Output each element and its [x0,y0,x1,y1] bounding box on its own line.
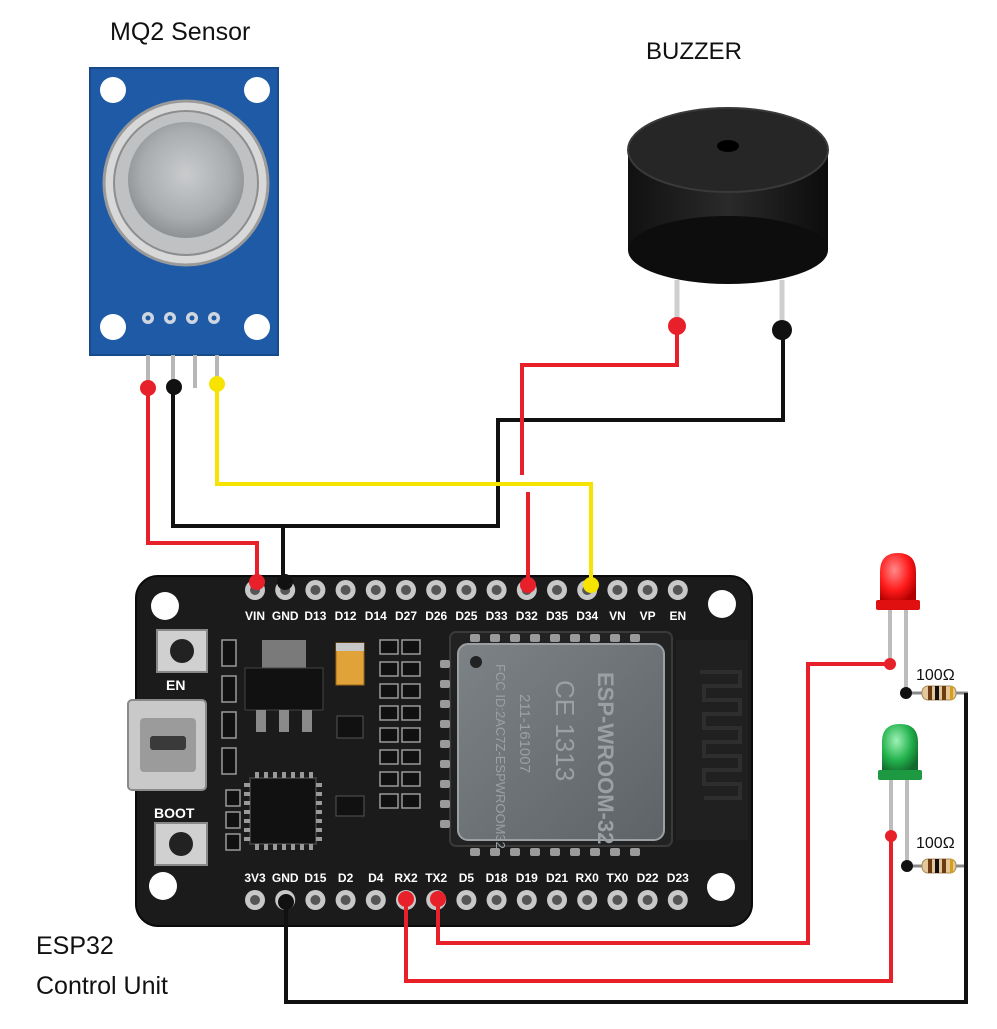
top-pin-label-d14: D14 [365,609,387,623]
bottom-pin-label-d21: D21 [546,871,568,885]
en-button[interactable] [156,629,208,673]
voltage-regulator [244,667,324,711]
red-led [876,553,920,693]
top-pin-label-gnd: GND [272,609,299,623]
bottom-pin-label-d4: D4 [368,871,384,885]
top-header [245,580,688,600]
regulator-tab [262,640,306,670]
bottom-pin-label-d18: D18 [486,871,508,885]
wires [146,326,968,1004]
boot-button-label: BOOT [154,805,195,821]
mounting-hole [244,77,270,103]
control-unit-label: Control Unit [36,972,168,1000]
smd-components [221,639,421,851]
green-led [878,724,922,866]
module-ce: CE 1313 [550,680,580,781]
bottom-pin-label-d19: D19 [516,871,538,885]
top-pin-label-d25: D25 [455,609,477,623]
top-pin-label-d33: D33 [486,609,508,623]
resistor-2 [907,858,968,874]
top-pin-label-en: EN [669,609,686,623]
wire-mq2-vcc-vin [146,388,259,582]
top-pin-label-d13: D13 [304,609,326,623]
esp32-label: ESP32 [36,932,114,960]
bottom-pin-label-3v3: 3V3 [244,871,266,885]
buzzer-leads [674,280,785,330]
module-id: 211-161007 [516,694,533,773]
rf-shield [457,643,665,841]
top-pin-label-d35: D35 [546,609,568,623]
wire-rx2-green-led [404,836,893,983]
top-pin-label-d32: D32 [516,609,538,623]
bottom-pin-label-d5: D5 [459,871,475,885]
bottom-pin-label-rx2: RX2 [394,871,418,885]
bottom-pin-label-d2: D2 [338,871,354,885]
top-pin-label-vin: VIN [245,609,265,623]
bottom-pin-label-rx0: RX0 [576,871,600,885]
bottom-pin-label-d15: D15 [304,871,326,885]
bottom-pin-label-d22: D22 [637,871,659,885]
buzzer-hole [717,140,739,152]
top-pin-label-vn: VN [609,609,626,623]
wire-tx2-red-led [436,662,890,945]
wire-dots [140,317,913,910]
en-button-label: EN [166,677,185,693]
bottom-pin-label-d23: D23 [667,871,689,885]
top-pin-label-d27: D27 [395,609,417,623]
module-fcc: FCC ID:2AC7Z-ESPWROOM32 [493,664,508,849]
wire-gnd-resistors [284,693,968,1004]
mounting-hole [100,314,126,340]
top-pin-label-d12: D12 [335,609,357,623]
module-brand: ESP-WROOM-32 [593,672,618,844]
mq2-sensor [89,67,279,388]
top-pin-label-d26: D26 [425,609,447,623]
bottom-header [245,890,688,910]
top-pin-label-vp: VP [640,609,656,623]
mounting-hole [151,592,179,620]
mounting-hole [149,872,177,900]
mounting-hole [244,314,270,340]
bottom-pin-label-tx0: TX0 [606,871,628,885]
bottom-pin-label-gnd: GND [272,871,299,885]
resistor-1-label: 100Ω [916,667,955,684]
wire-mq2-ao-d34 [215,385,593,584]
mounting-hole [707,873,735,901]
resistor-2-label: 100Ω [916,835,955,852]
mq2-sensor-label: MQ2 Sensor [110,18,251,46]
mounting-hole [100,77,126,103]
sensor-pins [146,355,219,388]
resistor-1 [906,685,968,701]
buzzer-label: BUZZER [646,38,742,65]
buzzer [627,107,829,330]
sensor-mesh [128,122,244,238]
mounting-hole [708,590,736,618]
wire-mq2-gnd [171,330,785,528]
bottom-pin-label-tx2: TX2 [425,871,447,885]
usb-uart-chip [249,777,317,845]
top-pin-label-d34: D34 [576,609,598,623]
wire-buzzer-d32 [520,326,679,475]
esp32-board: EN BOOT ESP-WROOM-32 CE 1313 [127,575,753,927]
